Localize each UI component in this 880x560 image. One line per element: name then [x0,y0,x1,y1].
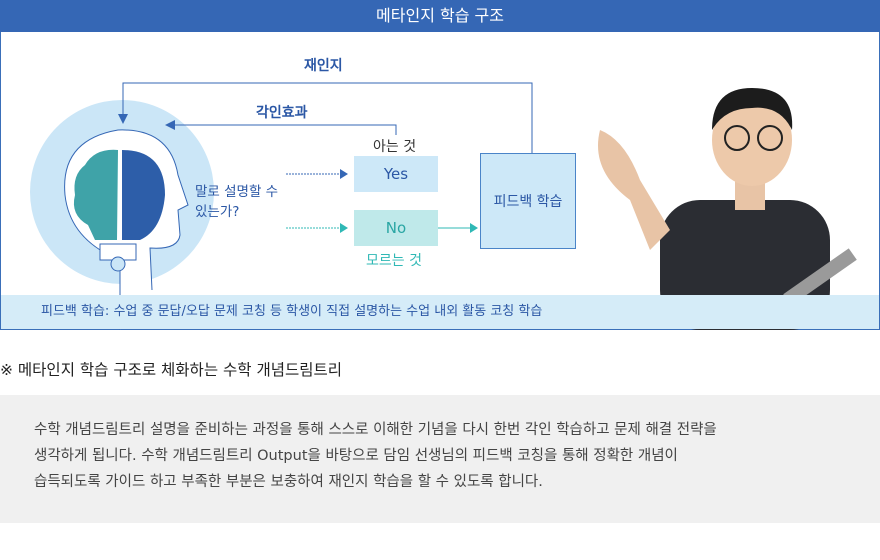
description-line: 습득되도록 가이드 하고 부족한 부분은 보충하여 재인지 학습을 할 수 있도… [34,474,543,490]
description-line: 생각하게 됩니다. 수학 개념드림트리 Output을 바탕으로 담임 선생님의… [34,448,678,464]
brain-right-icon [122,150,165,240]
diagram-graphics [30,82,857,330]
student-photo [598,88,857,330]
brain-left-icon [73,149,118,240]
feedback-box: 피드백 학습 [480,153,576,249]
recognition-arrow [122,82,533,153]
unknown-label: 모르는 것 [366,253,422,269]
imprint-arrow [175,124,397,135]
known-label: 아는 것 [373,139,417,155]
imprint-label: 각인효과 [256,105,308,121]
no-box: No [354,210,438,246]
description-line: 수학 개념드림트리 설명을 준비하는 과정을 통해 스스로 이해한 기념을 다시… [34,422,717,438]
yes-box: Yes [354,156,438,192]
recognition-label: 재인지 [304,58,343,74]
diagram-title: 메타인지 학습 구조 [0,0,880,32]
description-box: 수학 개념드림트리 설명을 준비하는 과정을 통해 스스로 이해한 기념을 다시… [0,395,880,523]
footnote-band: 피드백 학습: 수업 중 문답/오답 문제 코칭 등 학생이 직접 설명하는 수… [1,295,879,329]
section-title: ※ 메타인지 학습 구조로 체화하는 수학 개념드림트리 [0,361,343,379]
